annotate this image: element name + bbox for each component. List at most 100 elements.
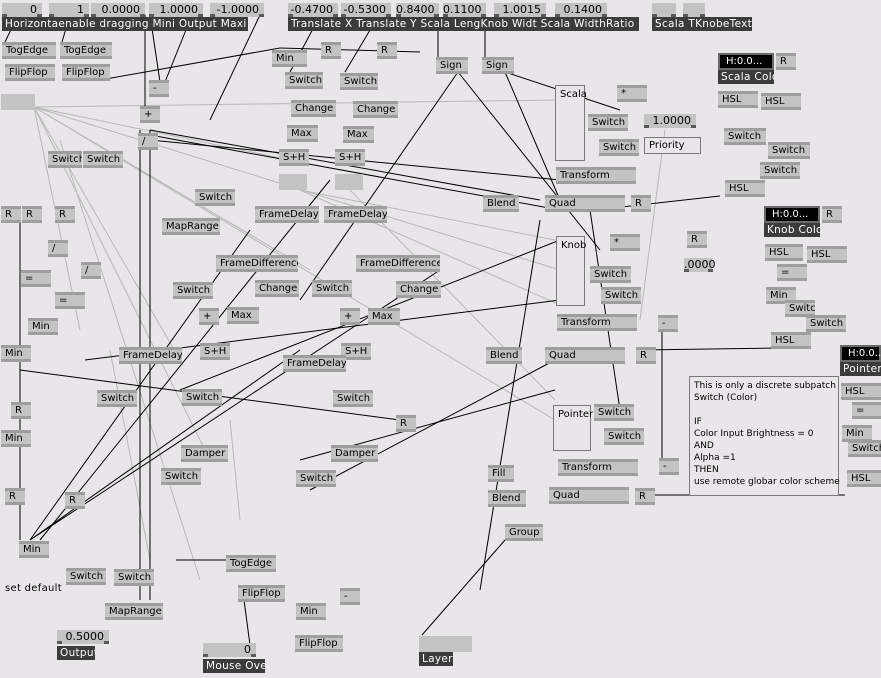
blank-io-box[interactable]	[279, 174, 307, 190]
max-node[interactable]: Max	[368, 308, 400, 325]
r-node[interactable]: R	[635, 488, 655, 505]
translate-x-io-box[interactable]: -0.4700	[288, 3, 338, 17]
switch-node[interactable]: Switch	[161, 468, 201, 485]
min-node[interactable]: Min	[1, 345, 31, 362]
framedelay-node[interactable]: FrameDelay	[283, 355, 346, 372]
switch-node[interactable]: Switch	[340, 73, 378, 90]
transform-node[interactable]: Transform	[558, 459, 638, 476]
enable-dragging-io-box[interactable]: 1	[49, 3, 89, 17]
switch-node[interactable]: Switch	[312, 280, 352, 297]
subtract-node[interactable]: -	[659, 458, 679, 475]
hsl-node[interactable]: HSL	[847, 470, 881, 487]
sample-hold-node[interactable]: S+H	[335, 149, 365, 166]
framedifference-node[interactable]: FrameDifference	[216, 255, 298, 272]
hsl-node[interactable]: HSL	[718, 91, 758, 108]
maprange-node[interactable]: MapRange	[105, 603, 163, 620]
equals-node[interactable]: =	[21, 270, 51, 287]
mini-output-io-box[interactable]: 0.0000	[91, 3, 145, 17]
add-node[interactable]: +	[340, 308, 360, 325]
r-node[interactable]: R	[687, 231, 707, 248]
value-io-box[interactable]: .0000	[684, 258, 716, 272]
change-node[interactable]: Change	[255, 280, 299, 297]
default-io-box[interactable]: -1.0000	[210, 3, 264, 17]
sign-node[interactable]: Sign	[482, 57, 514, 74]
knob-width-io-box[interactable]: 0.1100	[443, 3, 486, 17]
damper-node[interactable]: Damper	[181, 445, 228, 462]
min-node[interactable]: Min	[272, 50, 307, 67]
togedge-node[interactable]: TogEdge	[60, 42, 112, 59]
min-node[interactable]: Min	[296, 603, 326, 620]
scala-color-io-box[interactable]: H:0.0...	[718, 53, 774, 70]
togedge-node[interactable]: TogEdge	[2, 42, 56, 59]
min-node[interactable]: Min	[19, 541, 49, 558]
flipflop-node[interactable]: FlipFlop	[295, 635, 343, 652]
r-node[interactable]: R	[321, 42, 341, 59]
multiply-node[interactable]: *	[610, 234, 640, 251]
blank-io-box[interactable]	[335, 174, 363, 190]
fill-node[interactable]: Fill	[488, 465, 514, 482]
framedifference-node[interactable]: FrameDifference	[356, 255, 440, 272]
min-node[interactable]: Min	[766, 287, 796, 304]
r-node[interactable]: R	[377, 42, 397, 59]
divide-node[interactable]: /	[48, 240, 68, 257]
multiply-node[interactable]: *	[617, 85, 647, 102]
r-node[interactable]: R	[5, 488, 25, 505]
transform-node[interactable]: Transform	[557, 314, 637, 331]
r-node[interactable]: R	[396, 415, 416, 432]
max-node[interactable]: Max	[343, 126, 374, 143]
switch-node[interactable]: Switch	[173, 282, 213, 299]
group-node[interactable]: Group	[505, 524, 543, 541]
blend-node[interactable]: Blend	[486, 347, 522, 364]
blend-node[interactable]: Blend	[488, 490, 526, 507]
switch-node[interactable]: Switch	[333, 390, 373, 407]
hsl-node[interactable]: HSL	[765, 244, 803, 261]
pointer-color-io-box[interactable]: H:0.0...	[840, 345, 881, 362]
divide-node[interactable]: /	[138, 133, 158, 150]
hsl-node[interactable]: HSL	[841, 383, 881, 400]
output-io-box[interactable]: 0.5000	[57, 630, 109, 644]
sample-hold-node[interactable]: S+H	[200, 343, 230, 360]
switch-node[interactable]: Switch	[760, 162, 800, 179]
switch-node[interactable]: Switch	[599, 139, 639, 156]
switch-node[interactable]: Switch	[83, 151, 123, 168]
blend-node[interactable]: Blend	[483, 195, 519, 212]
max-node[interactable]: Max	[287, 125, 318, 142]
change-node[interactable]: Change	[291, 100, 336, 117]
switch-node[interactable]: Switch	[806, 315, 846, 332]
translate-y-io-box[interactable]: -0.5300	[341, 3, 391, 17]
hsl-node[interactable]: HSL	[761, 93, 801, 110]
blank-io-box[interactable]	[1, 94, 35, 110]
r-node[interactable]: R	[631, 195, 651, 212]
sample-hold-node[interactable]: S+H	[341, 343, 371, 360]
switch-node[interactable]: Switch	[601, 287, 641, 304]
equals-node[interactable]: =	[55, 292, 85, 309]
hsl-node[interactable]: HSL	[807, 246, 847, 263]
sign-node[interactable]: Sign	[436, 57, 468, 74]
switch-node[interactable]: Switch	[590, 266, 631, 283]
framedelay-node[interactable]: FrameDelay	[324, 206, 387, 223]
switch-node[interactable]: Switch	[195, 189, 235, 206]
flipflop-node[interactable]: FlipFlop	[238, 585, 285, 602]
knob-texture-io-box[interactable]	[683, 3, 705, 17]
switch-node[interactable]: Switch	[48, 151, 82, 168]
hsl-node[interactable]: HSL	[771, 332, 811, 349]
maprange-node[interactable]: MapRange	[162, 218, 220, 235]
switch-node[interactable]: Switch	[296, 470, 336, 487]
add-node[interactable]: +	[140, 106, 160, 123]
max-node[interactable]: Max	[227, 307, 259, 324]
subtract-node[interactable]: -	[658, 315, 678, 332]
r-node[interactable]: R	[776, 53, 796, 70]
switch-node[interactable]: Switch	[182, 389, 222, 406]
horizontal-io-box[interactable]: 0	[2, 3, 42, 17]
r-node[interactable]: R	[822, 206, 842, 223]
mouse-over-io-box[interactable]: 0	[203, 643, 256, 657]
flipflop-node[interactable]: FlipFlop	[5, 64, 55, 81]
hsl-node[interactable]: HSL	[725, 180, 765, 197]
togedge-node[interactable]: TogEdge	[226, 555, 276, 572]
r-node[interactable]: R	[1, 206, 21, 223]
scala-width-io-box[interactable]: 1.0015	[494, 3, 546, 17]
damper-node[interactable]: Damper	[331, 445, 378, 462]
switch-node[interactable]: Switch	[724, 128, 766, 145]
r-node[interactable]: R	[11, 402, 31, 419]
sample-hold-node[interactable]: S+H	[279, 149, 309, 166]
